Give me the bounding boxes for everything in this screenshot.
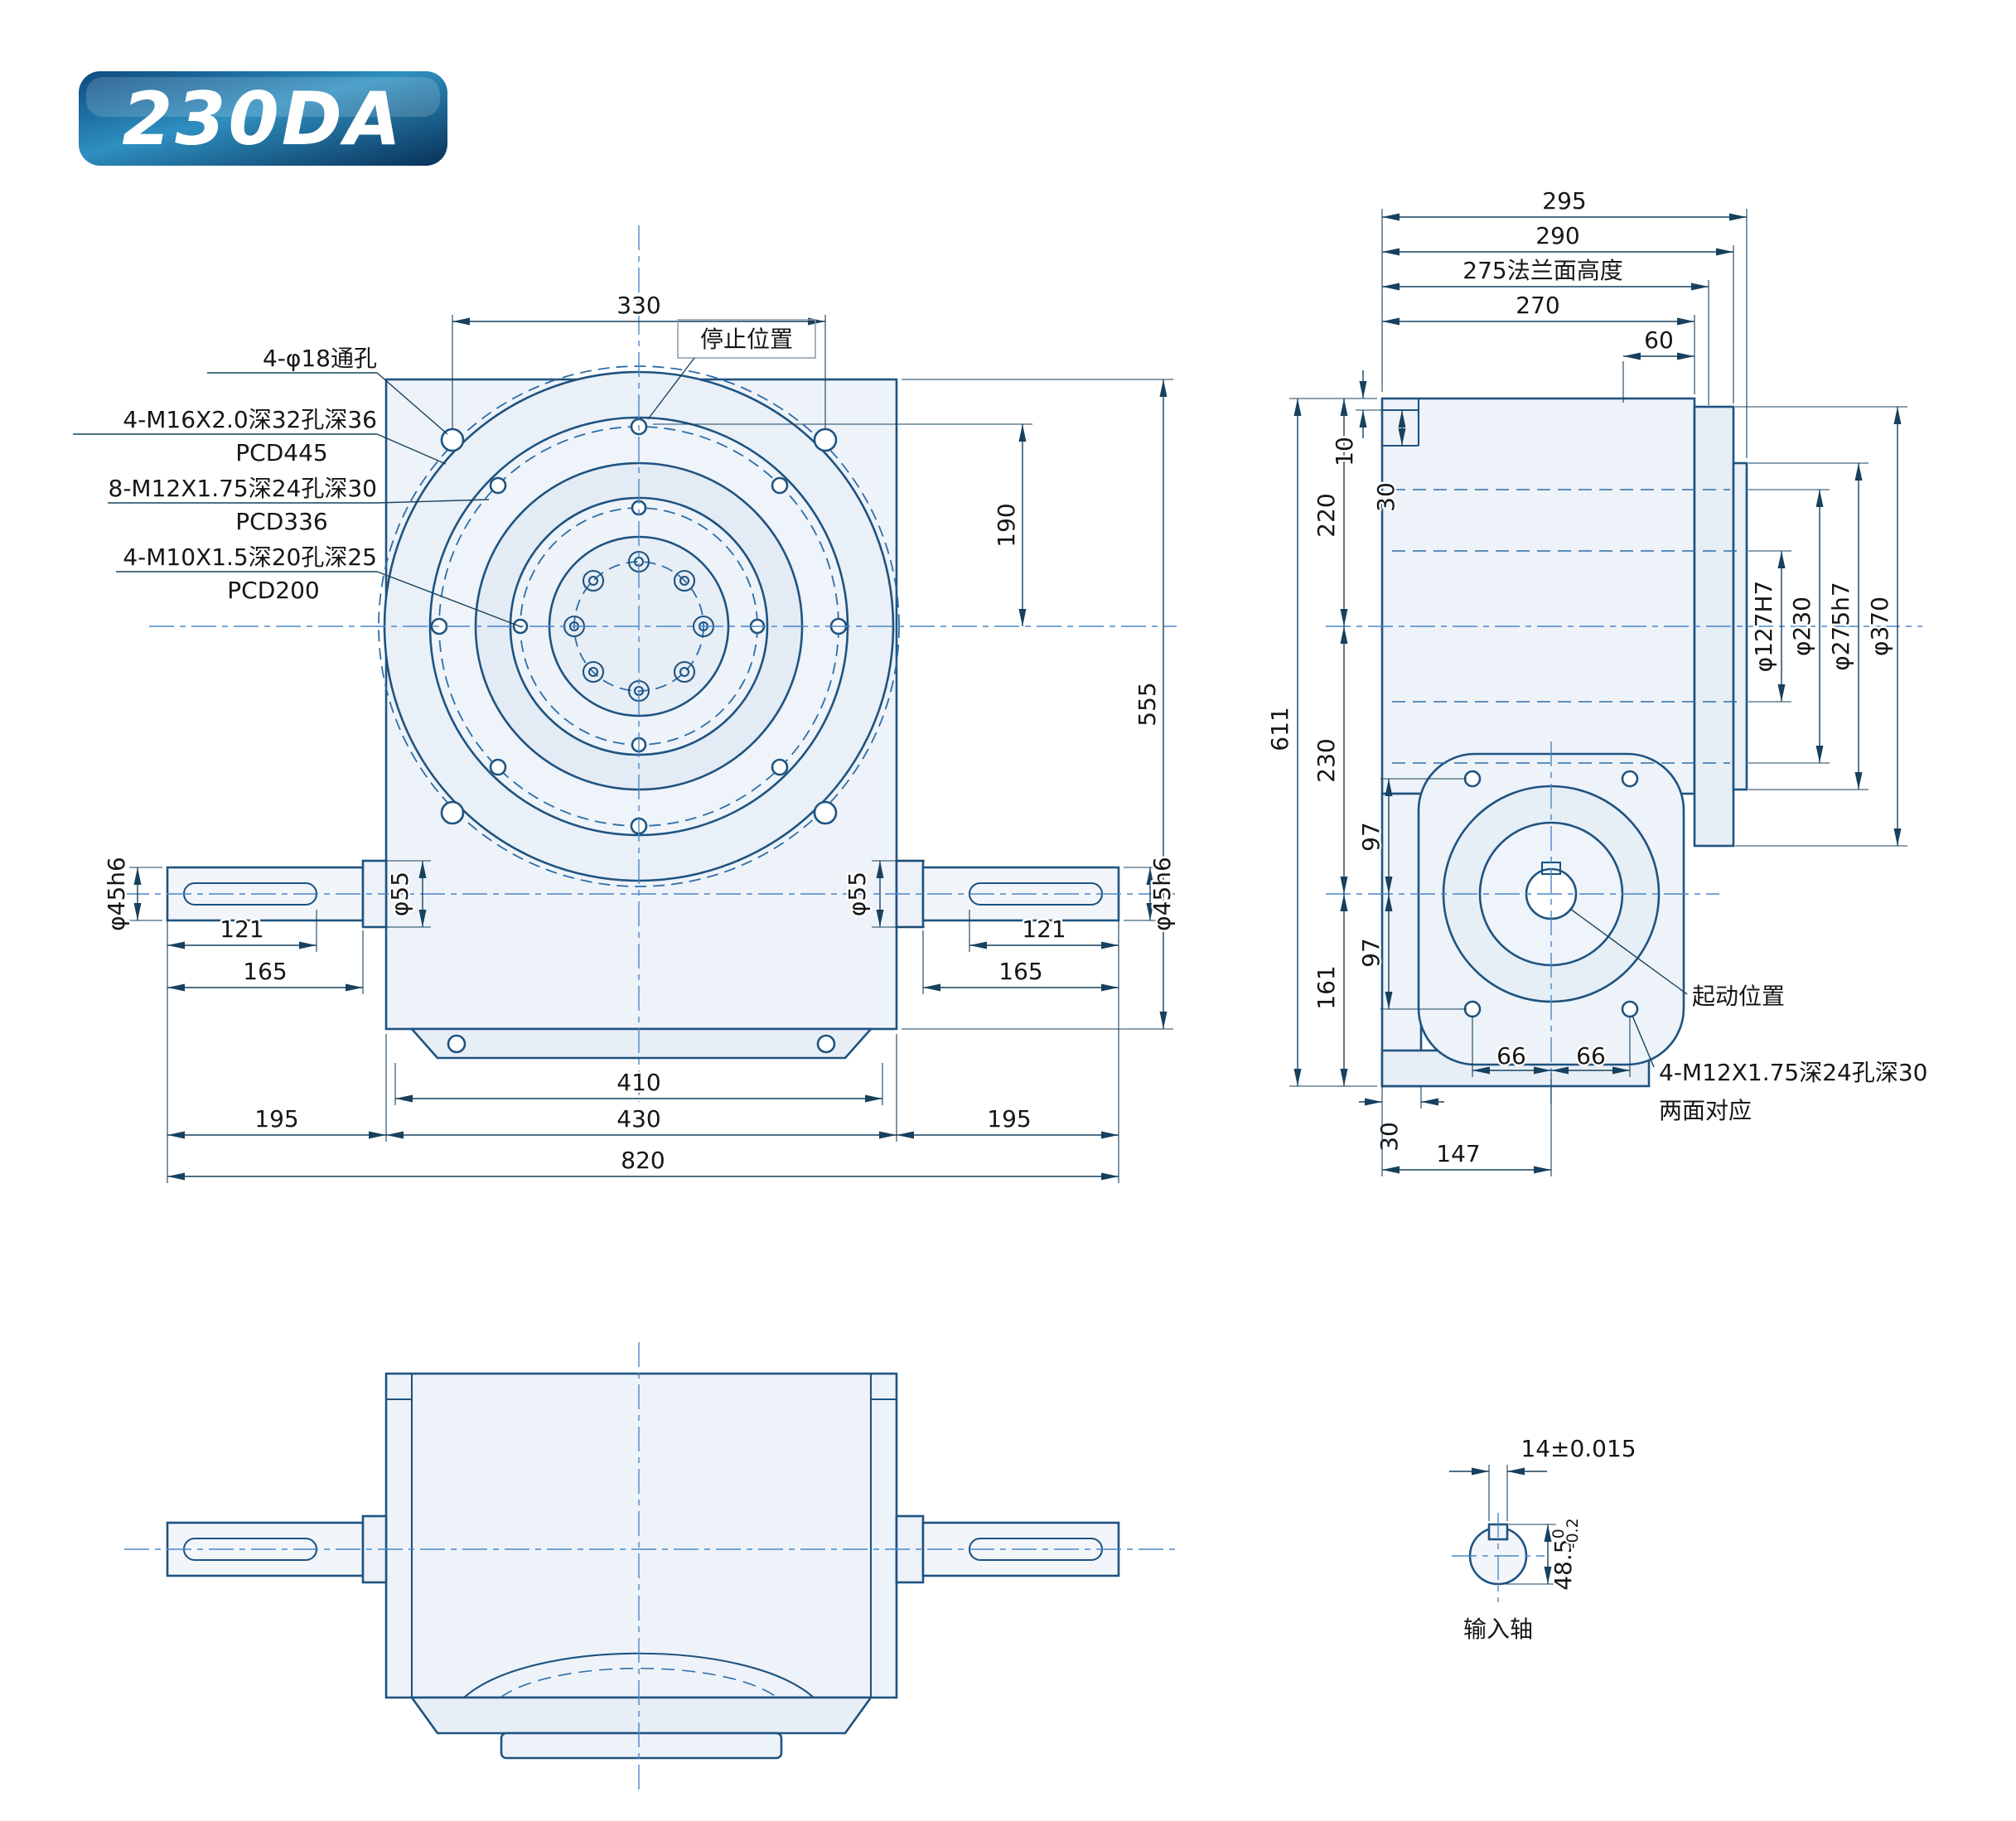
bottom-flange-step	[500, 1732, 783, 1760]
dim-190: 190	[993, 503, 1020, 547]
dim-shaft-height: 48.50-0.2	[1549, 1518, 1582, 1591]
dim-410: 410	[616, 1069, 660, 1096]
dim-295: 295	[1542, 187, 1586, 215]
dim-820: 820	[621, 1147, 665, 1174]
dim-430: 430	[616, 1105, 660, 1133]
dim-195-left: 195	[254, 1105, 298, 1133]
dim-66-right: 66	[1576, 1042, 1606, 1070]
dim-290: 290	[1535, 222, 1579, 249]
holes-m12-label: 8-M12X1.75深24孔深30	[109, 475, 378, 502]
dim-66-left: 66	[1496, 1042, 1526, 1070]
dim-555: 555	[1134, 682, 1161, 726]
dim-611: 611	[1266, 707, 1293, 751]
dim-right-shaft-dia: φ45h6	[1148, 857, 1176, 931]
pcd336-label: PCD336	[235, 508, 327, 535]
dim-121-left: 121	[220, 915, 263, 943]
dim-220: 220	[1313, 493, 1340, 537]
dim-121-right: 121	[1022, 915, 1066, 943]
badge-background	[79, 71, 447, 166]
dim-30-bottom: 30	[1375, 1122, 1403, 1152]
holes-18-label: 4-φ18通孔	[263, 345, 377, 372]
badge-gloss	[86, 77, 440, 117]
input-shaft-detail: 14±0.015 48.50-0.2 输入轴	[1449, 1433, 1638, 1645]
front-view: 330 停止位置 4-φ18通孔 4-M16X2.0深32孔深36 PCD445…	[73, 225, 1181, 1183]
dim-key-width: 14±0.015	[1520, 1435, 1636, 1462]
dim-60: 60	[1644, 326, 1674, 354]
stop-position-box	[677, 319, 816, 359]
side-body-lower	[1380, 792, 1423, 1088]
bottom-view	[124, 1342, 1177, 1790]
side-body-upper	[1380, 397, 1696, 795]
dim-dia-275: φ275h7	[1827, 582, 1854, 670]
dim-330: 330	[616, 292, 660, 319]
dim-dia-230: φ230	[1788, 597, 1815, 656]
dim-147: 147	[1436, 1140, 1480, 1167]
dim-dia-370: φ370	[1866, 597, 1893, 656]
corner-through-holes	[440, 427, 838, 825]
start-position-label: 起动位置	[1692, 983, 1785, 1010]
pcd445-label: PCD445	[235, 439, 327, 466]
front-foot	[409, 1027, 873, 1060]
input-shaft-label: 输入轴	[1463, 1616, 1533, 1643]
model-number: 230DA	[122, 76, 404, 162]
pcd200-label: PCD200	[227, 577, 319, 604]
dim-right-55: φ55	[844, 872, 871, 916]
dim-left-55: φ55	[386, 872, 413, 916]
dim-97-upper: 97	[1357, 822, 1385, 852]
dim-97-lower: 97	[1357, 938, 1385, 968]
dim-165-right: 165	[998, 958, 1042, 985]
bottom-body	[384, 1372, 898, 1699]
holes-m16-label: 4-M16X2.0深32孔深36	[123, 406, 377, 433]
dim-195-right: 195	[987, 1105, 1031, 1133]
dim-270: 270	[1516, 292, 1559, 319]
dim-161: 161	[1313, 965, 1340, 1009]
bottom-flange-trapezoid	[409, 1696, 873, 1735]
model-badge: 230DA	[79, 71, 447, 166]
dim-dia-127: φ127H7	[1750, 581, 1777, 673]
dim-230: 230	[1313, 738, 1340, 782]
side-view: 295 290 275法兰面高度 270 60 611 220 230 161 …	[1264, 186, 1930, 1176]
holes-m10-label: 4-M10X1.5深20孔深25	[123, 543, 377, 571]
dim-275-flange-height: 275法兰面高度	[1462, 257, 1622, 284]
bolt-note-line1: 4-M12X1.75深24孔深30	[1659, 1059, 1928, 1086]
dim-10: 10	[1331, 437, 1358, 466]
dim-165-left: 165	[243, 958, 287, 985]
stop-position-label: 停止位置	[700, 326, 793, 353]
dim-30-top: 30	[1372, 482, 1400, 512]
bolt-note-line2: 两面对应	[1659, 1097, 1752, 1124]
dim-left-shaft-dia: φ45h6	[103, 857, 130, 931]
